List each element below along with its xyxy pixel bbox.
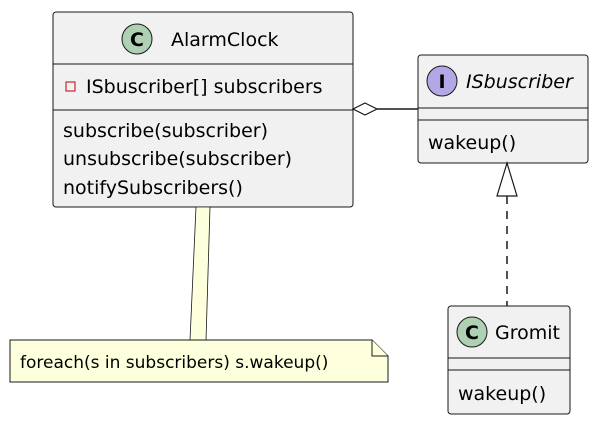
method-subscribe: subscribe(subscriber) <box>63 120 268 142</box>
interface-isbuscriber-name: ISbuscriber <box>466 71 574 93</box>
svg-text:C: C <box>465 322 479 344</box>
class-alarmclock-name: AlarmClock <box>171 29 279 51</box>
class-stereotype-c-icon: C <box>456 316 488 348</box>
interface-isbuscriber[interactable]: I ISbuscriber wakeup() <box>417 54 589 164</box>
note[interactable]: foreach(s in subscribers) s.wakeup() <box>9 206 389 383</box>
realization-relation[interactable] <box>496 160 518 306</box>
interface-stereotype-i-icon: I <box>426 65 458 97</box>
svg-text:C: C <box>130 29 144 51</box>
class-gromit[interactable]: C Gromit wakeup() <box>447 305 571 415</box>
method-wakeup: wakeup() <box>458 383 546 405</box>
note-text: foreach(s in subscribers) s.wakeup() <box>20 353 328 373</box>
realization-arrowhead-icon <box>496 160 518 197</box>
method-notify-subscribers: notifySubscribers() <box>63 177 243 199</box>
note-connector <box>189 206 211 341</box>
field-subscribers: ISbuscriber[] subscribers <box>86 76 323 98</box>
method-wakeup: wakeup() <box>428 132 516 154</box>
class-stereotype-c-icon: C <box>121 23 153 55</box>
method-unsubscribe: unsubscribe(subscriber) <box>63 148 292 170</box>
svg-text:I: I <box>438 71 445 93</box>
note-box <box>9 339 389 383</box>
class-alarmclock[interactable]: C AlarmClock ISbuscriber[] subscribers s… <box>52 11 354 208</box>
class-gromit-name: Gromit <box>495 322 560 344</box>
aggregation-diamond-icon <box>351 102 379 116</box>
note-folded-corner-icon <box>371 340 388 357</box>
private-visibility-icon <box>65 81 76 92</box>
aggregation-relation[interactable] <box>351 102 418 116</box>
